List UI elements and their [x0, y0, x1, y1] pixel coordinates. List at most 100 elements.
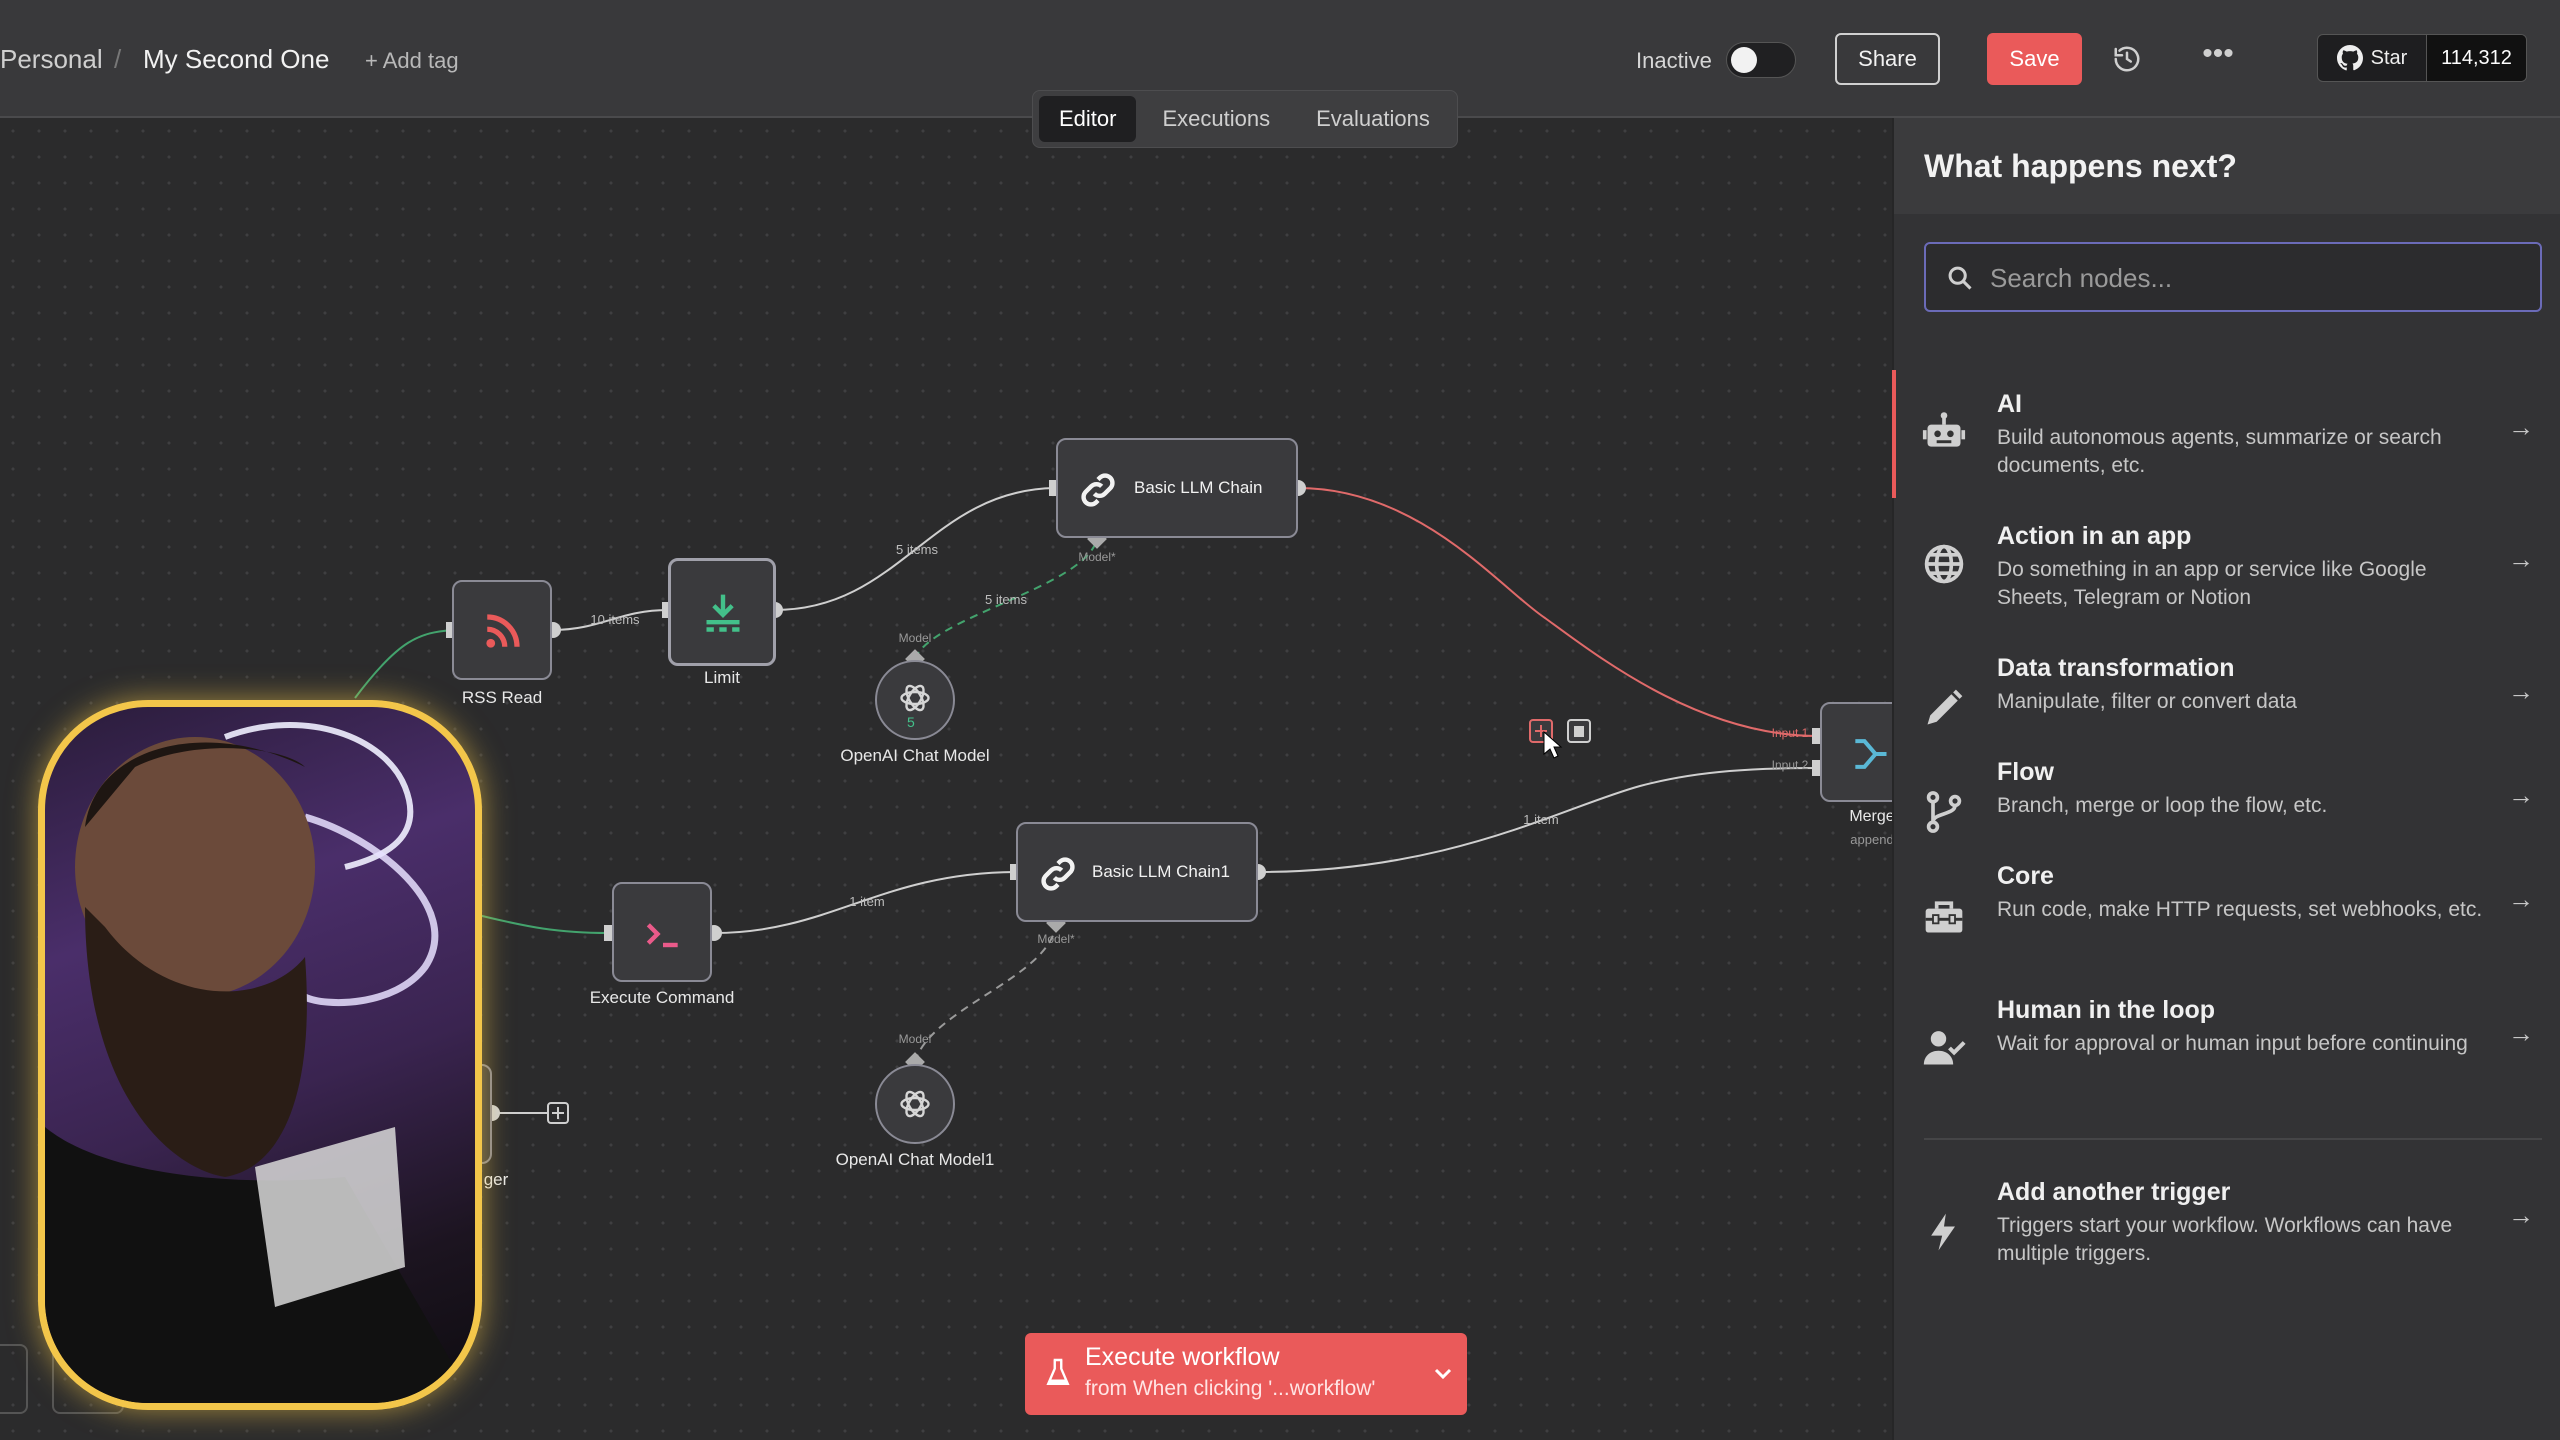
- arrow-right-icon: →: [2508, 1200, 2534, 1230]
- openai1-icon: [900, 1090, 930, 1118]
- rss-read-node[interactable]: [452, 580, 552, 680]
- share-button[interactable]: Share: [1835, 33, 1940, 85]
- user-check-icon: [1923, 1031, 1966, 1065]
- category-action-desc: Do something in an app or service like G…: [1997, 558, 2427, 609]
- edge-exec-chain1: [713, 871, 1016, 934]
- execute-workflow-title: Execute workflow: [1085, 1343, 1280, 1371]
- arrow-right-icon: →: [2508, 412, 2534, 442]
- history-icon[interactable]: [2112, 44, 2142, 74]
- breadcrumb-project[interactable]: Personal: [0, 44, 103, 74]
- tab-editor[interactable]: Editor: [1039, 96, 1137, 142]
- category-ai-desc: Build autonomous agents, summarize or se…: [1997, 426, 2442, 477]
- category-data-desc: Manipulate, filter or convert data: [1997, 690, 2297, 713]
- edge-chain1-merge: [1257, 767, 1819, 873]
- tab-executions[interactable]: Executions: [1162, 106, 1271, 131]
- chevron-down-icon[interactable]: [1431, 1361, 1455, 1385]
- search-icon: [1948, 266, 1972, 290]
- basic-llm-chain-label: Basic LLM Chain: [1134, 478, 1263, 497]
- execute-workflow-subtitle: from When clicking '...workflow': [1085, 1377, 1376, 1400]
- pencil-icon: [1927, 689, 1963, 725]
- execute-workflow-button[interactable]: Execute workflow from When clicking '...…: [1025, 1333, 1467, 1415]
- active-toggle[interactable]: [1726, 42, 1796, 78]
- search-input[interactable]: [1988, 256, 2532, 300]
- openai-icon: [900, 684, 930, 712]
- edge-label-model-chain: 5 items: [985, 592, 1027, 607]
- edge-label-rss-limit: 10 items: [590, 612, 640, 627]
- arrow-right-icon: →: [2508, 676, 2534, 706]
- limit-label: Limit: [704, 668, 740, 687]
- merge-input2-label: Input 2: [1771, 758, 1809, 772]
- basic-llm-chain1-label: Basic LLM Chain1: [1092, 862, 1230, 881]
- category-human-desc: Wait for approval or human input before …: [1997, 1032, 2468, 1055]
- edge-label-exec-chain1: 1 item: [849, 894, 885, 909]
- category-trigger-desc: Triggers start your workflow. Workflows …: [1997, 1214, 2453, 1265]
- github-icon: [2336, 45, 2363, 71]
- arrow-right-icon: →: [2508, 884, 2534, 914]
- merge-sub-label: append: [1850, 832, 1892, 847]
- add-node-icon[interactable]: [547, 1102, 569, 1124]
- category-action-title: Action in an app: [1997, 522, 2192, 550]
- branch-icon: [1926, 791, 1962, 833]
- limit-icon: [706, 594, 740, 632]
- merge-node[interactable]: [1820, 702, 1892, 802]
- openai-chat-model1-node[interactable]: [875, 1064, 955, 1144]
- rss-icon: [486, 614, 520, 648]
- link-chain-icon: [1081, 473, 1115, 507]
- edge-model-chain: [914, 541, 1097, 660]
- model-run-badge: 5: [907, 714, 915, 730]
- panel-divider: [1924, 1138, 2542, 1140]
- github-star-count: 114,312: [2427, 35, 2526, 81]
- category-trigger-title: Add another trigger: [1997, 1178, 2231, 1206]
- arrow-right-icon: →: [2508, 544, 2534, 574]
- toggle-knob: [1731, 47, 1757, 73]
- fit-view-button[interactable]: [0, 1344, 28, 1414]
- port-label-model-required: Model*: [1078, 550, 1116, 564]
- presenter-video: [45, 722, 475, 1403]
- add-tag-link[interactable]: + Add tag: [365, 48, 459, 73]
- openai-chat-model1-label: OpenAI Chat Model1: [835, 1150, 995, 1169]
- category-add-trigger[interactable]: Add another trigger Triggers start your …: [1894, 1158, 2560, 1286]
- category-data-transformation[interactable]: Data transformation Manipulate, filter o…: [1894, 634, 2560, 744]
- node-creator-panel: What happens next? AI Build autonomous a…: [1892, 118, 2560, 1440]
- basic-llm-chain1-node[interactable]: Basic LLM Chain1: [1016, 822, 1258, 922]
- rss-read-label: RSS Read: [461, 688, 543, 707]
- category-human-in-loop[interactable]: Human in the loop Wait for approval or h…: [1894, 976, 2560, 1104]
- more-options-icon[interactable]: •••: [2202, 37, 2234, 70]
- openai-chat-model-node[interactable]: 5: [875, 660, 955, 740]
- execute-command-node[interactable]: [612, 882, 712, 982]
- github-star-widget[interactable]: Star 114,312: [2317, 34, 2527, 82]
- tab-evaluations[interactable]: Evaluations: [1316, 106, 1430, 131]
- basic-llm-chain-node[interactable]: Basic LLM Chain: [1056, 438, 1298, 538]
- openai-chat-model-label: OpenAI Chat Model: [840, 746, 990, 765]
- flask-icon: [1046, 1358, 1070, 1386]
- trigger-partial-label: ger: [483, 1170, 509, 1189]
- view-tabs: Editor Executions Evaluations: [1032, 90, 1458, 148]
- limit-node[interactable]: [668, 558, 776, 666]
- category-core[interactable]: Core Run code, make HTTP requests, set w…: [1894, 842, 2560, 970]
- edge-chain-merge: [1297, 487, 1819, 737]
- merge-label: Merge: [1849, 808, 1892, 825]
- category-action-in-app[interactable]: Action in an app Do something in an app …: [1894, 502, 2560, 630]
- edge-rss-limit: [552, 609, 669, 631]
- category-ai[interactable]: AI Build autonomous agents, summarize or…: [1892, 370, 2560, 498]
- arrow-right-icon: →: [2508, 1018, 2534, 1048]
- edge-limit-chain: [774, 487, 1056, 611]
- workflow-canvas[interactable]: 10 items 5 items 5 items 1 item 1 item M…: [0, 118, 1892, 1440]
- category-human-title: Human in the loop: [1997, 996, 2216, 1024]
- link-chain1-icon: [1041, 857, 1075, 891]
- edge-trigger-rss: [354, 629, 453, 699]
- status-label: Inactive: [1636, 48, 1712, 73]
- category-core-title: Core: [1997, 862, 2054, 890]
- cursor-icon: [1543, 730, 1563, 759]
- selected-indicator: [1892, 370, 1896, 498]
- port-label-model1: Model: [898, 1032, 932, 1046]
- search-box[interactable]: [1924, 242, 2542, 312]
- webcam-overlay: [38, 700, 482, 1410]
- category-flow[interactable]: Flow Branch, merge or loop the flow, etc…: [1894, 738, 2560, 842]
- bolt-icon: [1931, 1213, 1955, 1251]
- edge-model1-chain1: [914, 923, 1057, 1063]
- category-ai-title: AI: [1997, 390, 2022, 418]
- workflow-name[interactable]: My Second One: [143, 44, 330, 74]
- save-button[interactable]: Save: [1987, 33, 2082, 85]
- arrow-right-icon: →: [2508, 780, 2534, 810]
